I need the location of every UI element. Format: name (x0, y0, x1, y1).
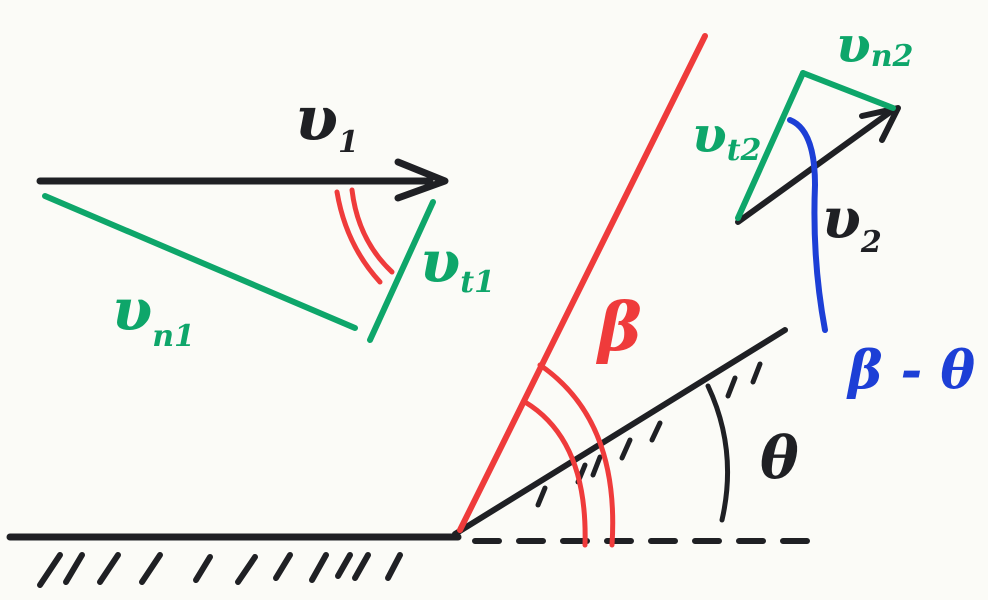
vn1-component-line (42, 193, 358, 331)
vt2-label: υt2 (692, 105, 761, 168)
vn1-label: υn1 (112, 276, 195, 354)
v2-component-triangle (735, 70, 896, 221)
inclined-boundary-line (452, 327, 788, 537)
v1-vector-arrow (36, 158, 449, 202)
v1-angle-arcs (334, 187, 395, 285)
vt1-component-line (367, 199, 436, 343)
v2-label: υ2 (822, 186, 882, 260)
vt1-label: υt1 (420, 228, 495, 300)
vn2-label: υn2 (836, 15, 913, 74)
red-boundary-line (457, 33, 708, 533)
beta-minus-theta-label: β - θ (846, 340, 975, 401)
beta-angle-arcs (522, 362, 616, 548)
theta-angle-arc (705, 383, 731, 523)
beta-minus-theta-arc (787, 117, 828, 333)
beta-label: β (595, 288, 642, 366)
theta-label: θ (760, 424, 799, 492)
ground-surface (6, 533, 462, 588)
v1-label: υ1 (295, 82, 359, 160)
